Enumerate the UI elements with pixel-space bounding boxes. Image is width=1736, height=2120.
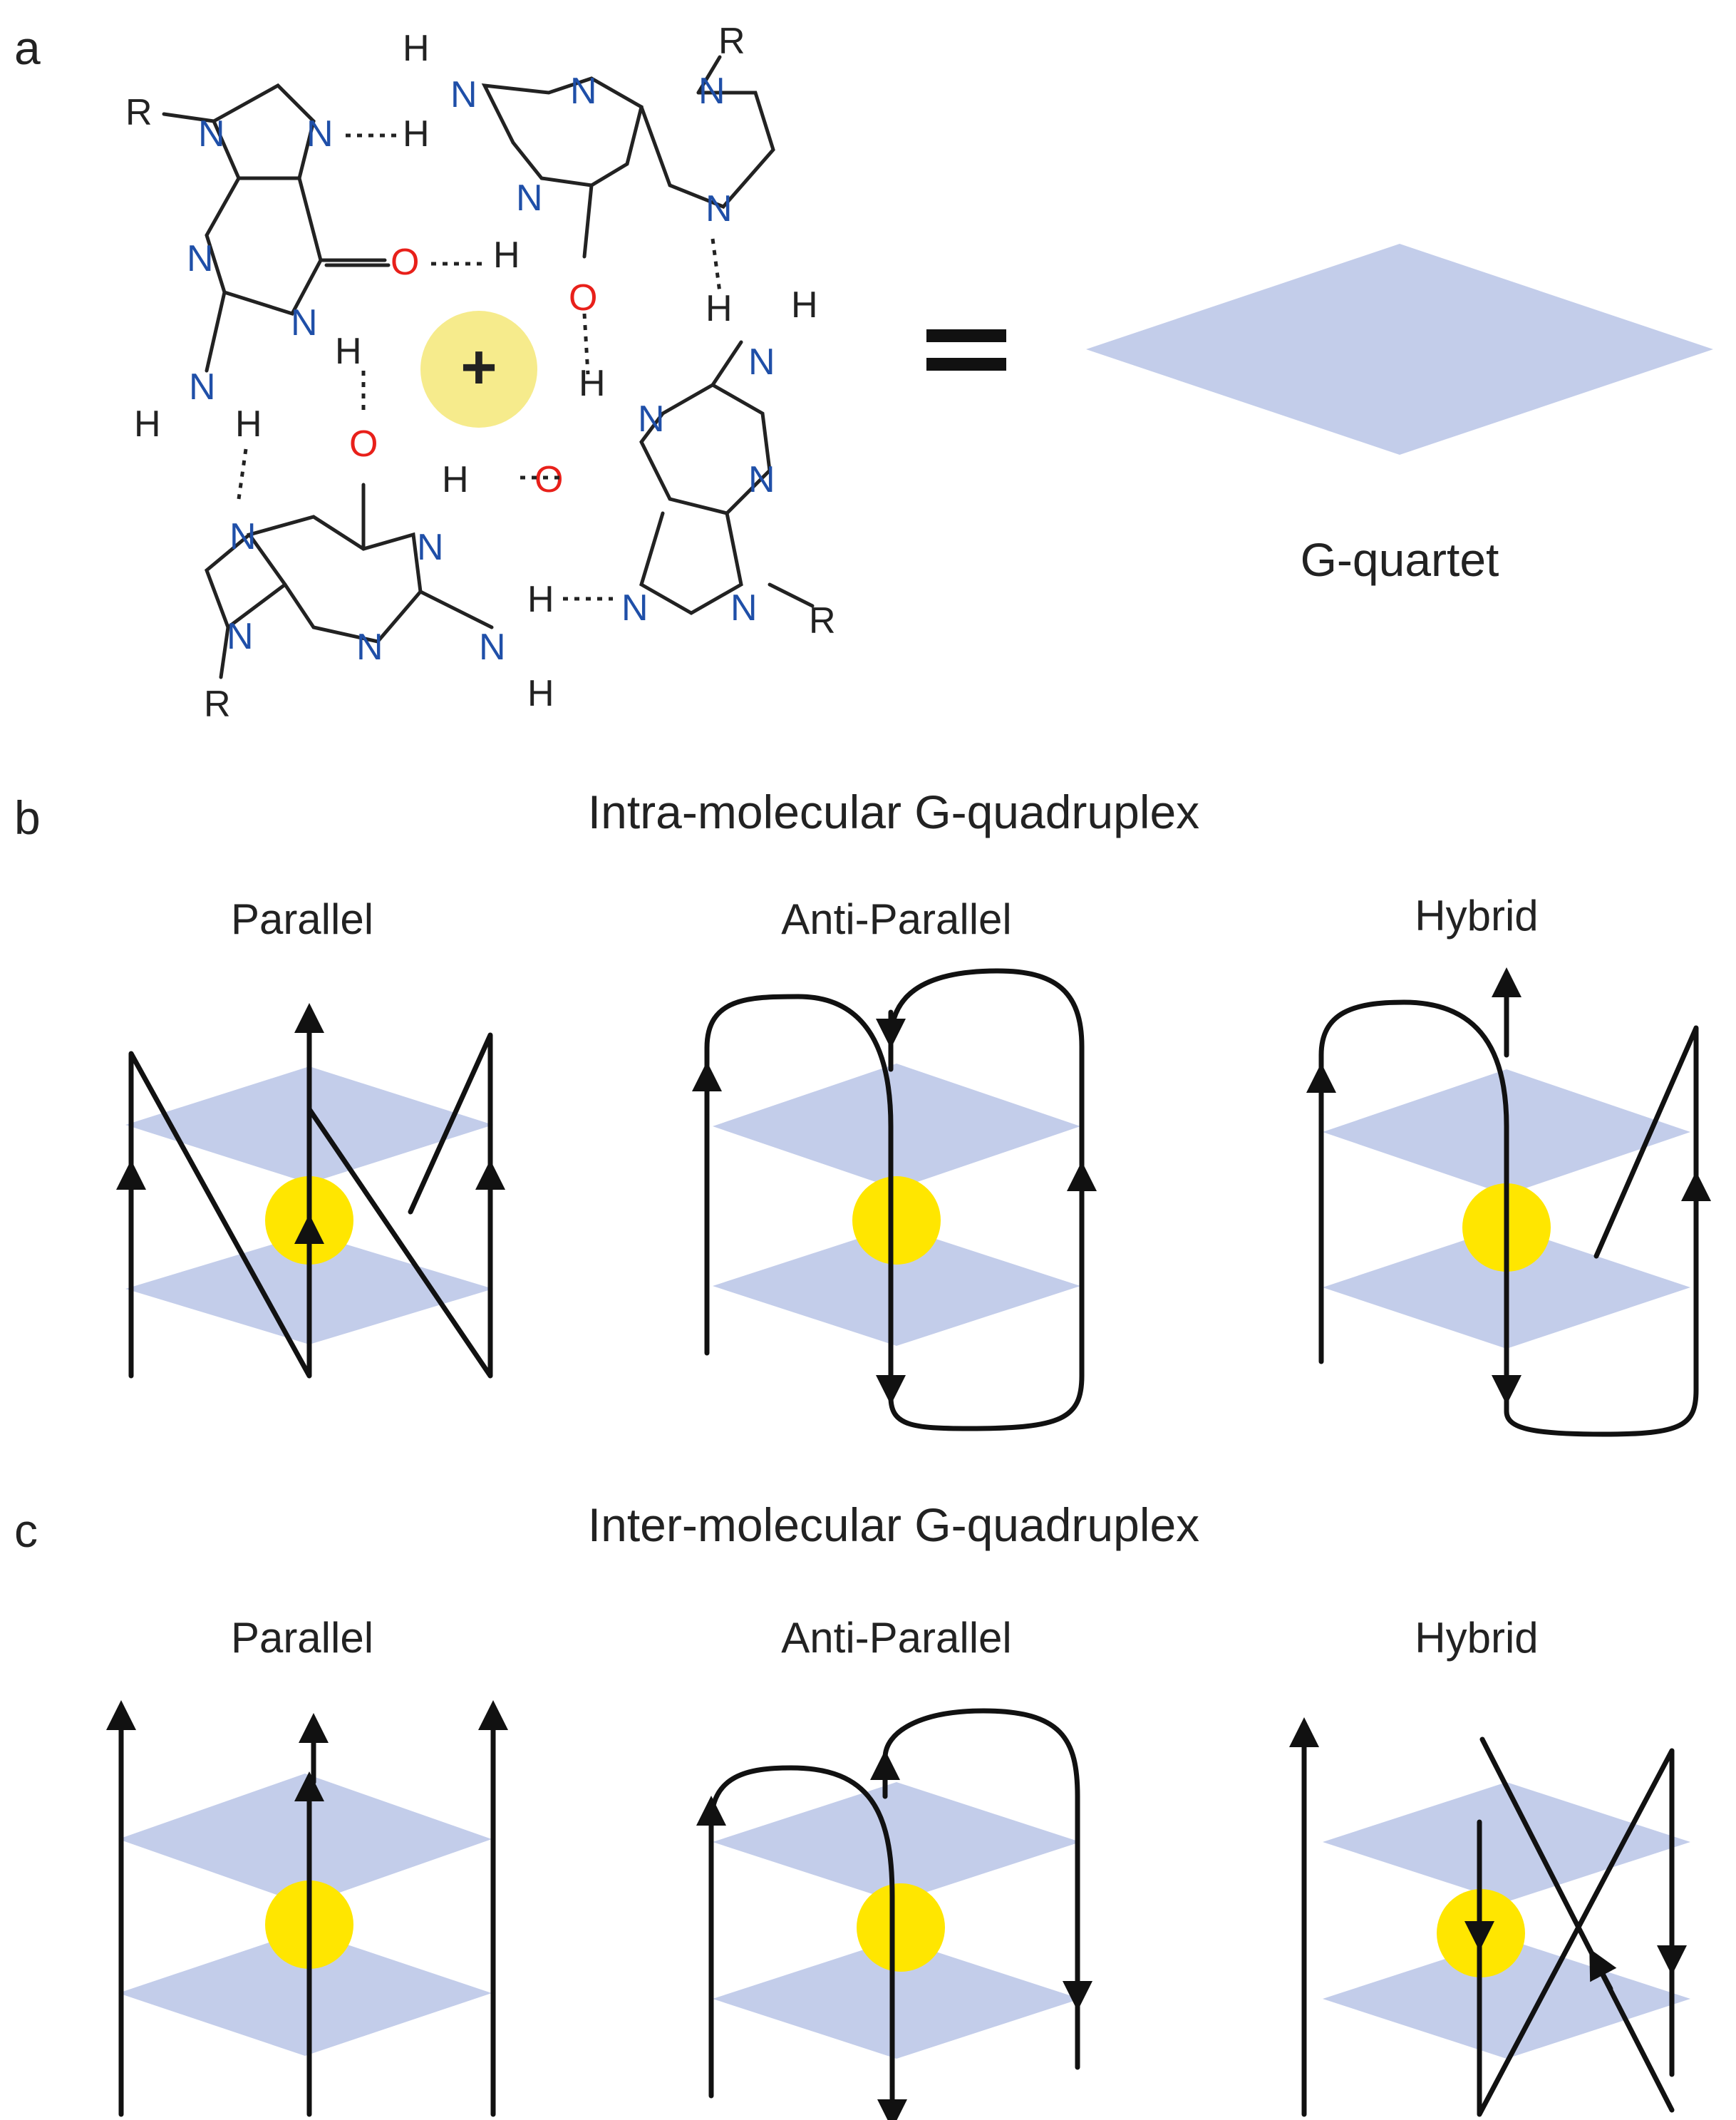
atom-h: H [579, 363, 606, 404]
g-quartet-tile [1086, 244, 1713, 455]
atom-n: N [570, 71, 597, 112]
atom-n: N [698, 71, 725, 112]
atom-n: N [706, 188, 733, 230]
b-hybrid-quadruplex [1306, 967, 1711, 1437]
atom-h: H [493, 235, 520, 276]
c-antiparallel-quadruplex [696, 1708, 1092, 2120]
strand [1318, 999, 1699, 1437]
cation-symbol: + [460, 331, 497, 402]
g-quartet-caption: G-quartet [1301, 533, 1499, 586]
panel-c-label-hybrid: Hybrid [1415, 1614, 1538, 1662]
atom-n: N [187, 238, 214, 279]
panel-b-label-hybrid: Hybrid [1415, 892, 1538, 940]
atom-n: N [189, 366, 216, 408]
quartet-tile [713, 1782, 1080, 1902]
atom-n: N [306, 113, 334, 155]
panel-b-title: Intra-molecular G-quadruplex [588, 786, 1199, 838]
atom-r: R [809, 600, 836, 642]
atom-h: H [442, 459, 469, 500]
atom-n: N [450, 74, 477, 115]
atom-n: N [291, 302, 318, 344]
panel-b-label-antiparallel: Anti-Parallel [781, 895, 1011, 943]
strand [708, 1765, 895, 2117]
panel-c-label-antiparallel: Anti-Parallel [781, 1614, 1011, 1662]
quartet-tile [713, 1226, 1080, 1346]
strand [1479, 1736, 1675, 2113]
strand [1477, 1748, 1675, 2117]
atom-o: O [391, 242, 419, 283]
panel-c-title: Inter-molecular G-quadruplex [588, 1498, 1199, 1551]
atom-n: N [417, 527, 444, 568]
atom-h: H [235, 403, 262, 445]
atom-n: N [638, 398, 665, 440]
atom-n: N [356, 627, 383, 668]
atom-n: N [621, 587, 649, 629]
atom-n: N [479, 627, 506, 668]
atom-h: H [335, 331, 362, 372]
atom-n: N [227, 616, 254, 657]
atom-r: R [204, 684, 231, 725]
atom-h: H [403, 28, 430, 69]
atom-n: N [748, 459, 775, 500]
strand [704, 994, 894, 1400]
atom-h: H [134, 403, 161, 445]
ion-sphere [857, 1883, 945, 1972]
strand-arrow [1589, 1948, 1617, 1992]
atom-h: H [706, 288, 733, 329]
atom-n: N [229, 516, 257, 557]
cation-disc [420, 311, 537, 428]
atom-n: N [198, 113, 225, 155]
panel-label-c: c [14, 1504, 38, 1557]
guanine-top-right: H N H N N H N N R O [403, 21, 775, 319]
panel-label-b: b [14, 791, 41, 844]
ion-sphere [852, 1176, 941, 1265]
atom-h: H [527, 579, 554, 620]
atom-o: O [349, 423, 378, 465]
quartet-tile [118, 1774, 492, 1905]
atom-h: H [791, 284, 818, 326]
atom-h: H [403, 113, 430, 155]
atom-n: N [516, 177, 543, 219]
atom-r: R [718, 21, 745, 62]
atom-n: N [730, 587, 758, 629]
atom-o: O [534, 459, 563, 500]
atom-n: N [748, 341, 775, 383]
guanine-top-left: N N N N N O R H H H [125, 83, 419, 445]
c-hybrid-quadruplex [1289, 1717, 1690, 2117]
b-parallel-quadruplex [116, 1003, 505, 1379]
panel-c-label-parallel: Parallel [231, 1614, 373, 1662]
b-antiparallel-quadruplex [692, 968, 1097, 1431]
hydrogen-bonds [237, 133, 722, 601]
quartet-tile [118, 1930, 492, 2056]
atom-o: O [569, 277, 597, 319]
quartet-tile [713, 1064, 1080, 1189]
equals-sign [926, 329, 1006, 371]
strand [888, 968, 1085, 1431]
c-parallel-quadruplex [106, 1700, 508, 2117]
quartet-tile [713, 1939, 1080, 2059]
quartet-tile [1323, 1782, 1690, 1902]
panel-b-label-parallel: Parallel [231, 895, 373, 943]
g-quartet-structure: + N N N N N O R H H H H N [125, 21, 836, 725]
strand [882, 1708, 1080, 2070]
atom-r: R [125, 92, 153, 133]
guanine-bottom-left: O N N N N N H R [204, 423, 554, 725]
guanine-bottom-right: H H N H N N O H H N N R [442, 284, 836, 642]
panel-label-a: a [14, 21, 41, 74]
atom-h: H [527, 673, 554, 714]
